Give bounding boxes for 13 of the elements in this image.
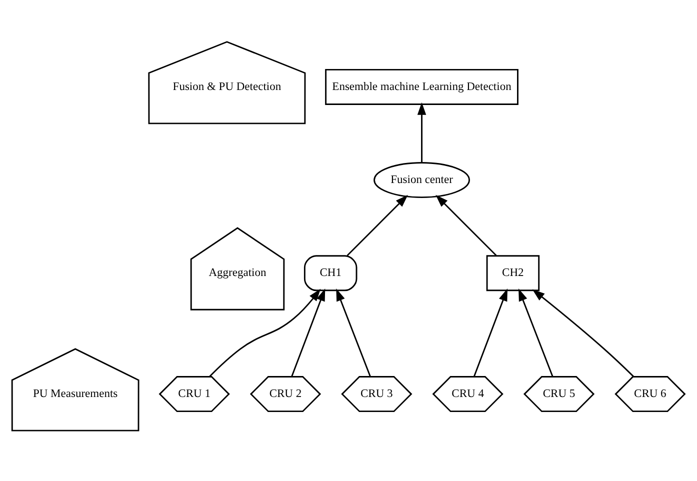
- arrow: [346, 194, 408, 256]
- node-box: CH1: [304, 255, 358, 292]
- arrow: [436, 194, 497, 256]
- arrow: [209, 288, 321, 378]
- arrow: [291, 288, 326, 377]
- arrow: [336, 288, 371, 377]
- arrow: [518, 288, 554, 377]
- node-ellipse: Fusion center: [374, 162, 470, 198]
- node-box: CH2: [486, 255, 540, 292]
- arrow: [532, 289, 634, 377]
- node-box: Ensemble machine Learning Detection: [325, 68, 518, 105]
- arrow: [473, 288, 508, 377]
- arrow: [417, 102, 426, 162]
